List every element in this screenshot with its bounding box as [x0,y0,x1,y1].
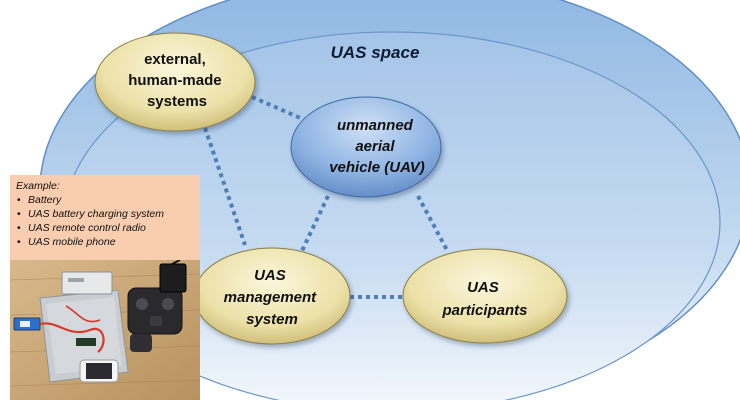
node-management-system: UAS management system [193,247,351,345]
example-inset: Example: Battery UAS battery charging sy… [10,175,200,400]
node-management-line-2: management [224,289,318,306]
node-uav: unmanned aerial vehicle (UAV) [290,96,442,198]
node-external-line-1: external, [144,51,206,68]
example-text-panel: Example: Battery UAS battery charging sy… [10,175,200,260]
mobile-phone-icon [79,359,119,383]
node-external-line-3: systems [147,93,207,110]
connectors [203,95,450,299]
example-photo [10,260,200,400]
node-uav-ellipse [290,96,442,198]
remote-control-radio-icon [127,260,187,352]
uas-space-label: UAS space [331,43,420,62]
node-uav-line-2: aerial [355,138,395,155]
red-cable-icon [39,322,105,353]
node-external-systems-ellipse [94,32,256,132]
connector-uav-management [298,195,330,256]
node-participants-line-1: UAS [467,279,499,296]
connector-uav-participants [416,195,450,253]
node-external-systems: external, human-made systems [94,32,256,132]
svg-text:UAS participants: UAS participants [441,279,527,319]
example-heading: Example: [16,180,60,192]
node-external-line-2: human-made [128,72,221,89]
example-list: Battery UAS battery charging system UAS … [16,193,194,249]
node-participants: UAS participants [402,248,568,344]
svg-text:UAS management: UAS management system [224,267,321,328]
example-item-charging-system: UAS battery charging system [16,207,194,221]
equipment-photo-illustration [10,260,200,400]
node-management-line-3: system [246,311,298,328]
circuit-board-icon [76,338,96,346]
node-management-line-1: UAS [254,267,286,284]
charger-icon [61,271,113,295]
node-uav-line-1: unmanned [337,117,414,134]
example-item-mobile-phone: UAS mobile phone [16,235,194,249]
example-item-battery: Battery [16,193,194,207]
example-item-remote-control: UAS remote control radio [16,221,194,235]
svg-text:unmanned aerial: unmanned aerial vehicle (UAV) [329,117,425,176]
node-participants-line-2: participants [441,302,527,319]
node-participants-ellipse [402,248,568,344]
svg-text:external, human-made: external, human-made systems [128,51,226,110]
connector-external-uav [251,95,306,122]
node-uav-line-3: vehicle (UAV) [329,159,425,176]
